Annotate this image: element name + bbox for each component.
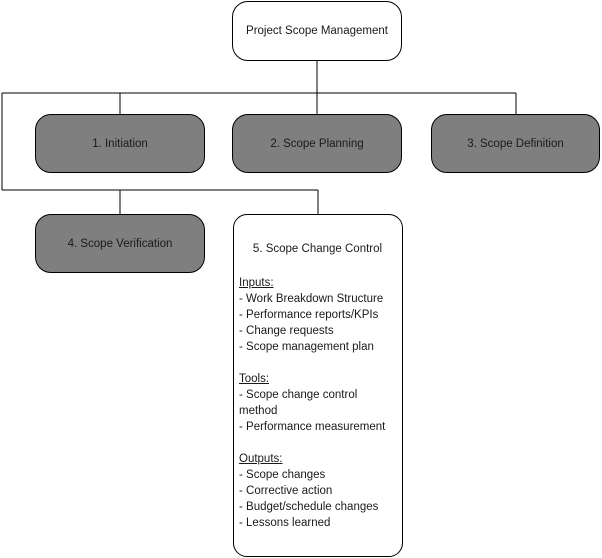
section-heading: Tools:: [239, 373, 270, 385]
phase-node-label: 1. Initiation: [92, 137, 148, 150]
detail-section-outputs: Outputs: - Scope changes - Corrective ac…: [239, 451, 396, 531]
list-item: - Corrective action: [239, 485, 333, 497]
phase-node-initiation: 1. Initiation: [35, 114, 205, 173]
detail-node-title: 5. Scope Change Control: [252, 243, 383, 255]
list-item: - Lessons learned: [239, 517, 331, 529]
list-item: - Scope management plan: [239, 341, 374, 353]
list-item: - Work Breakdown Structure: [239, 293, 384, 305]
detail-section-tools: Tools: - Scope change control method - P…: [239, 371, 396, 435]
phase-node-label: 2. Scope Planning: [270, 137, 364, 150]
phase-node-scope-verification: 4. Scope Verification: [35, 214, 205, 273]
detail-node-scope-change-control: 5. Scope Change Control Inputs: - Work B…: [233, 214, 403, 557]
list-item: - Change requests: [239, 325, 334, 337]
section-heading: Inputs:: [239, 277, 274, 289]
phase-node-label: 4. Scope Verification: [67, 237, 173, 250]
list-item: - Scope changes: [239, 469, 326, 481]
list-item: - Performance reports/KPIs: [239, 309, 379, 321]
root-node-project-scope-management: Project Scope Management: [232, 1, 402, 61]
list-item: - Budget/schedule changes: [239, 501, 379, 513]
list-item: - Scope change control method: [239, 389, 358, 417]
list-item: - Performance measurement: [239, 421, 386, 433]
root-node-label: Project Scope Management: [246, 25, 388, 37]
phase-node-label: 3. Scope Definition: [467, 137, 564, 150]
phase-node-scope-definition: 3. Scope Definition: [431, 114, 600, 173]
section-heading: Outputs:: [239, 453, 283, 465]
detail-section-inputs: Inputs: - Work Breakdown Structure - Per…: [239, 275, 396, 355]
phase-node-scope-planning: 2. Scope Planning: [232, 114, 402, 173]
